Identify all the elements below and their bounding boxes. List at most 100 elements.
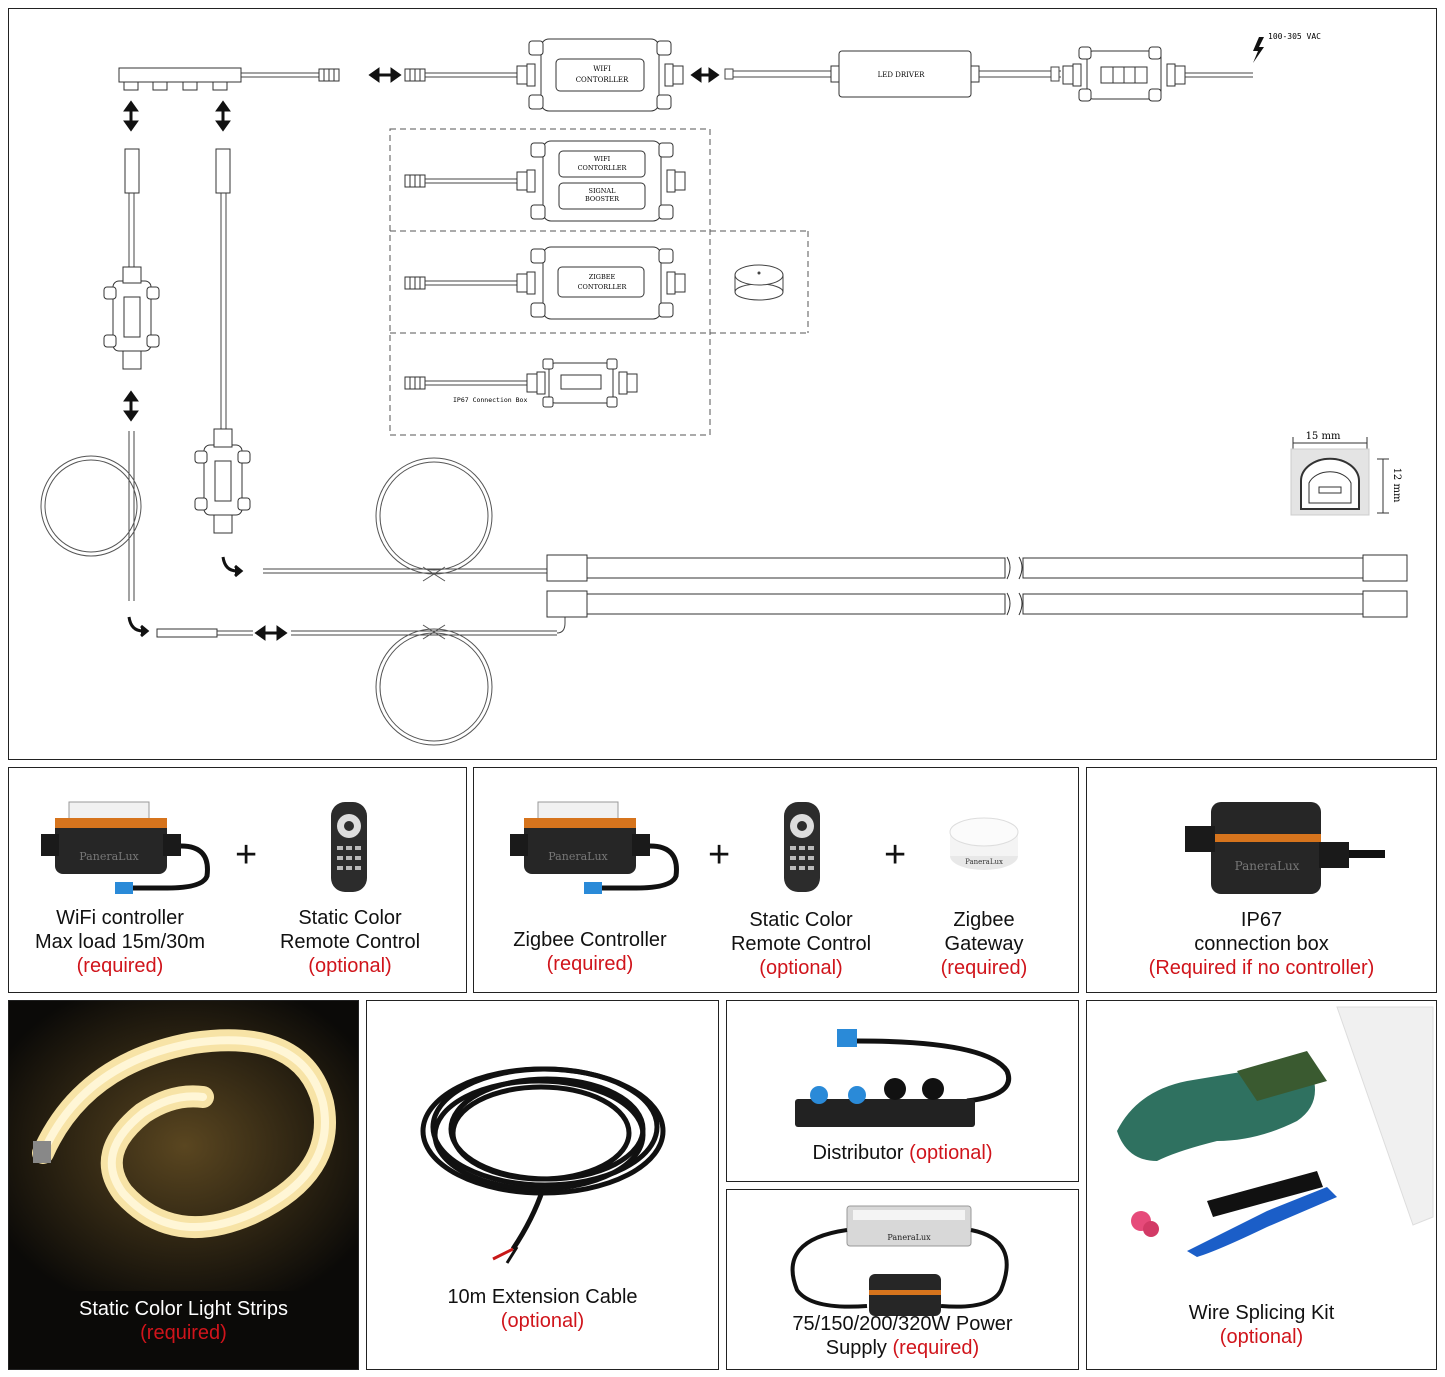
left-branch-1 xyxy=(40,148,160,601)
ip67-brand-text: PaneraLux xyxy=(1235,859,1300,873)
profile-cross-section: 15 mm 12 mm xyxy=(1290,431,1402,516)
zigbee-title: Zigbee Controller xyxy=(513,929,667,951)
zigbee-brand-text: PaneraLux xyxy=(548,850,608,863)
wifi-brand-text: PaneraLux xyxy=(79,850,139,863)
zigbee-caption: Zigbee Controller (required) xyxy=(474,928,706,976)
extension-cable-image xyxy=(420,1066,666,1264)
remote-a-caption: Static Color Remote Control (optional) xyxy=(245,906,455,978)
zigbee-controller-image: PaneraLux xyxy=(510,801,679,894)
arrows-distributor-down xyxy=(123,100,231,422)
wifi-caption: WiFi controller Max load 15m/30m (requir… xyxy=(9,906,231,978)
gateway-title: Zigbee xyxy=(953,909,1015,931)
remote-a-title: Static Color xyxy=(298,907,402,929)
extension-cable-panel: 10m Extension Cable (optional) xyxy=(366,1000,719,1370)
cable-caption: 10m Extension Cable (optional) xyxy=(367,1285,718,1333)
led-driver-drawing: LED DRIVER xyxy=(724,50,1061,98)
option-wifi-booster-drawing: WIFI CONTORLLER SIGNAL BOOSTER xyxy=(404,140,686,222)
option-booster-text-2: BOOSTER xyxy=(585,195,620,203)
gateway-status: (required) xyxy=(940,957,1028,979)
power-status: (required) xyxy=(892,1337,980,1359)
light-strip-panel: Static Color Light Strips (required) xyxy=(8,1000,359,1370)
wifi-title: WiFi controller xyxy=(56,907,184,929)
plus-icon: + xyxy=(884,834,907,876)
option-booster-text-1: SIGNAL xyxy=(589,187,617,195)
remote-b-subtitle: Remote Control xyxy=(730,933,872,955)
distributor-image xyxy=(795,1029,1011,1127)
remote-control-icon xyxy=(331,802,367,892)
zigbee-gateway-icon: PaneraLux xyxy=(949,817,1019,870)
gateway-brand-text: PaneraLux xyxy=(965,858,1003,866)
option-wifi-text-2: CONTORLLER xyxy=(578,164,628,172)
splicing-kit-panel: Wire Splicing Kit (optional) xyxy=(1086,1000,1437,1370)
wifi-controller-text-2: CONTORLLER xyxy=(576,76,629,84)
strip-title: Static Color Light Strips xyxy=(79,1298,288,1320)
optional-controllers-area xyxy=(389,128,809,436)
power-input: 100-305 VAC xyxy=(1253,32,1321,63)
strip-cables xyxy=(156,457,566,746)
remote-a-status: (optional) xyxy=(308,955,392,977)
strip-caption: Static Color Light Strips (required) xyxy=(9,1297,358,1345)
ip67-status: (Required if no controller) xyxy=(1148,957,1375,979)
option-zigbee-drawing: ZIGBEE CONTORLLER xyxy=(404,246,784,320)
wiring-diagram: WIFI CONTORLLER LED DRIVER xyxy=(40,32,1408,746)
wiring-diagram-panel: WIFI CONTORLLER LED DRIVER xyxy=(8,8,1437,760)
remote-b-caption: Static Color Remote Control (optional) xyxy=(696,908,906,980)
option-zigbee-text-2: CONTORLLER xyxy=(578,283,628,291)
cable-status: (optional) xyxy=(500,1310,585,1332)
power-subtitle: Supply xyxy=(825,1337,887,1359)
zigbee-option-panel: PaneraLux + + PaneraLux Zigbee Controlle… xyxy=(473,767,1079,993)
light-strip-drawing-1 xyxy=(546,554,1408,582)
splicing-status: (optional) xyxy=(1219,1326,1304,1348)
splicing-caption: Wire Splicing Kit (optional) xyxy=(1087,1301,1436,1349)
distributor-status: (optional) xyxy=(909,1142,993,1164)
distributor-caption: Distributor (optional) xyxy=(727,1141,1078,1165)
plus-icon: + xyxy=(235,834,258,876)
light-strip-drawing-2 xyxy=(546,590,1408,618)
wifi-controller-drawing: WIFI CONTORLLER xyxy=(404,38,684,112)
splicing-title: Wire Splicing Kit xyxy=(1188,1302,1335,1324)
remote-b-title: Static Color xyxy=(749,909,853,931)
cable-title: 10m Extension Cable xyxy=(447,1286,638,1308)
power-caption: 75/150/200/320W Power Supply (required) xyxy=(727,1312,1078,1360)
remote-control-icon xyxy=(784,802,820,892)
mains-connection-box-drawing xyxy=(1062,46,1253,102)
ip67-box-image: PaneraLux xyxy=(1185,802,1385,894)
wifi-status: (required) xyxy=(76,955,164,977)
wifi-option-panel: PaneraLux + WiFi controller Max load 15m… xyxy=(8,767,467,993)
option-zigbee-text-1: ZIGBEE xyxy=(589,273,616,281)
strip-status: (required) xyxy=(140,1322,227,1344)
distributor-title: Distributor xyxy=(812,1142,904,1164)
gateway-subtitle: Gateway xyxy=(944,933,1024,955)
zigbee-status: (required) xyxy=(546,953,634,975)
led-driver-text: LED DRIVER xyxy=(878,71,925,79)
voltage-text: 100-305 VAC xyxy=(1268,32,1321,41)
profile-width-text: 15 mm xyxy=(1306,431,1341,442)
plus-icon: + xyxy=(708,834,731,876)
power-supply-image: PaneraLux xyxy=(790,1205,1009,1316)
wifi-subtitle: Max load 15m/30m xyxy=(34,931,206,953)
power-brand-text: PaneraLux xyxy=(887,1233,931,1242)
option-ip67-drawing: IP67 Connection Box xyxy=(404,358,638,408)
arrow-controller-driver xyxy=(690,67,720,83)
ip67-title: IP67 xyxy=(1240,909,1283,931)
left-branch-2 xyxy=(194,148,251,534)
option-wifi-text-1: WIFI xyxy=(594,155,611,163)
arrow-extension xyxy=(254,625,288,641)
power-title: 75/150/200/320W Power xyxy=(792,1313,1013,1335)
ip67-option-panel: PaneraLux IP67 connection box (Required … xyxy=(1086,767,1437,993)
ip67-box-text: IP67 Connection Box xyxy=(453,396,527,404)
ip67-caption: IP67 connection box (Required if no cont… xyxy=(1087,908,1436,980)
remote-a-subtitle: Remote Control xyxy=(279,931,421,953)
remote-b-status: (optional) xyxy=(759,957,843,979)
light-strip-image xyxy=(9,1001,358,1291)
ip67-subtitle: connection box xyxy=(1194,933,1329,955)
power-supply-panel: PaneraLux 75/150/200/320W Power Supply (… xyxy=(726,1189,1079,1370)
wifi-controller-text-1: WIFI xyxy=(593,65,611,73)
distributor-panel: Distributor (optional) xyxy=(726,1000,1079,1182)
curved-arrows xyxy=(127,556,244,638)
splicing-kit-image xyxy=(1117,1006,1434,1257)
arrow-distributor-controller xyxy=(368,67,402,83)
profile-height-text: 12 mm xyxy=(1391,468,1402,503)
wifi-controller-image: PaneraLux xyxy=(41,801,210,894)
distributor-drawing xyxy=(118,67,340,91)
